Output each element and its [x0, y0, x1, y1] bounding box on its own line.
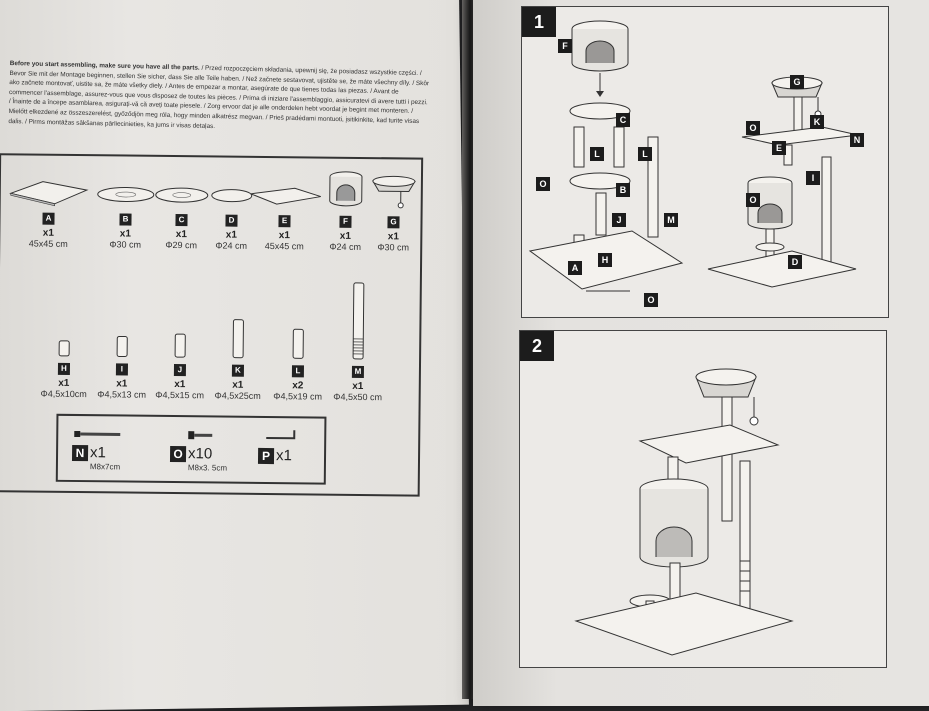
hw-tag: O	[170, 446, 186, 462]
part-tag: M	[352, 366, 364, 378]
left-page: Before you start assembling, make sure y…	[0, 0, 469, 711]
part-dim: 45x45 cm	[246, 241, 322, 252]
callout-label: A	[568, 261, 582, 275]
part-tag: H	[58, 363, 70, 375]
callout-label: C	[616, 113, 630, 127]
allen-key-icon	[258, 428, 308, 443]
hw-qty: x1	[90, 444, 106, 461]
part-m: M x1 Φ4,5x50 cm	[323, 269, 394, 403]
part-tag: E	[278, 215, 290, 227]
long-bolt-icon	[72, 429, 132, 440]
hw-dim: M8x7cm	[90, 462, 132, 471]
callout-label: L	[638, 147, 652, 161]
square-board-icon	[7, 171, 91, 208]
bed-with-toy-icon	[361, 167, 427, 212]
part-tag: B	[119, 213, 131, 225]
callout-label: G	[790, 75, 804, 89]
step-1-panel: 1	[521, 6, 889, 318]
part-tag: J	[174, 364, 186, 376]
shelf-board-icon	[247, 174, 323, 211]
part-dim: Φ4,5x50 cm	[323, 392, 393, 403]
hw-tag: N	[72, 445, 88, 461]
callout-label: O	[746, 121, 760, 135]
callout-label: B	[616, 183, 630, 197]
part-qty: x1	[323, 381, 393, 393]
parts-list-box: A x1 45x45 cm B x1 Φ30 cm C x1 Φ29 cm D …	[0, 153, 423, 496]
part-qty: x1	[246, 230, 322, 242]
part-dim: Φ30 cm	[360, 242, 426, 253]
step-2-diagram	[520, 331, 886, 667]
short-bolt-icon	[170, 430, 230, 441]
callout-label: M	[664, 213, 678, 227]
callout-label: N	[850, 133, 864, 147]
callout-label: F	[558, 39, 572, 53]
part-dim: 45x45 cm	[6, 238, 90, 249]
callout-label: H	[598, 253, 612, 267]
callout-label: J	[612, 213, 626, 227]
callout-label: L	[590, 147, 604, 161]
post-icon	[323, 269, 394, 362]
intro-text-body: / Przed rozpoczęciem składania, upewnij …	[8, 65, 429, 130]
step-2-panel: 2	[519, 330, 887, 668]
hw-dim: M8x3. 5cm	[188, 463, 230, 472]
callout-label: O	[746, 193, 760, 207]
callout-label: K	[810, 115, 824, 129]
callout-label: I	[806, 171, 820, 185]
posts-row: H x1 Φ4,5x10cm I x1 Φ4,5x13 cm J x1 Φ4,5…	[1, 155, 421, 159]
part-g: G x1 Φ30 cm	[360, 167, 427, 253]
hw-qty: x1	[276, 447, 292, 464]
part-tag: G	[387, 216, 399, 228]
hw-qty: x10	[188, 445, 212, 462]
right-page: 1	[473, 0, 929, 706]
intro-text: Before you start assembling, make sure y…	[8, 59, 430, 136]
part-tag: K	[232, 365, 244, 377]
hw-tag: P	[258, 448, 274, 464]
part-tag: L	[292, 365, 304, 377]
part-tag: F	[339, 216, 351, 228]
callout-label: D	[788, 255, 802, 269]
part-tag: C	[175, 214, 187, 226]
part-qty: x1	[6, 227, 90, 239]
callout-label: E	[772, 141, 786, 155]
callout-label: O	[536, 177, 550, 191]
part-qty: x1	[360, 231, 426, 243]
part-a: A x1 45x45 cm	[6, 171, 91, 249]
part-tag: D	[225, 215, 237, 227]
part-tag: I	[116, 363, 128, 375]
part-tag: A	[42, 213, 54, 225]
callout-label: O	[644, 293, 658, 307]
